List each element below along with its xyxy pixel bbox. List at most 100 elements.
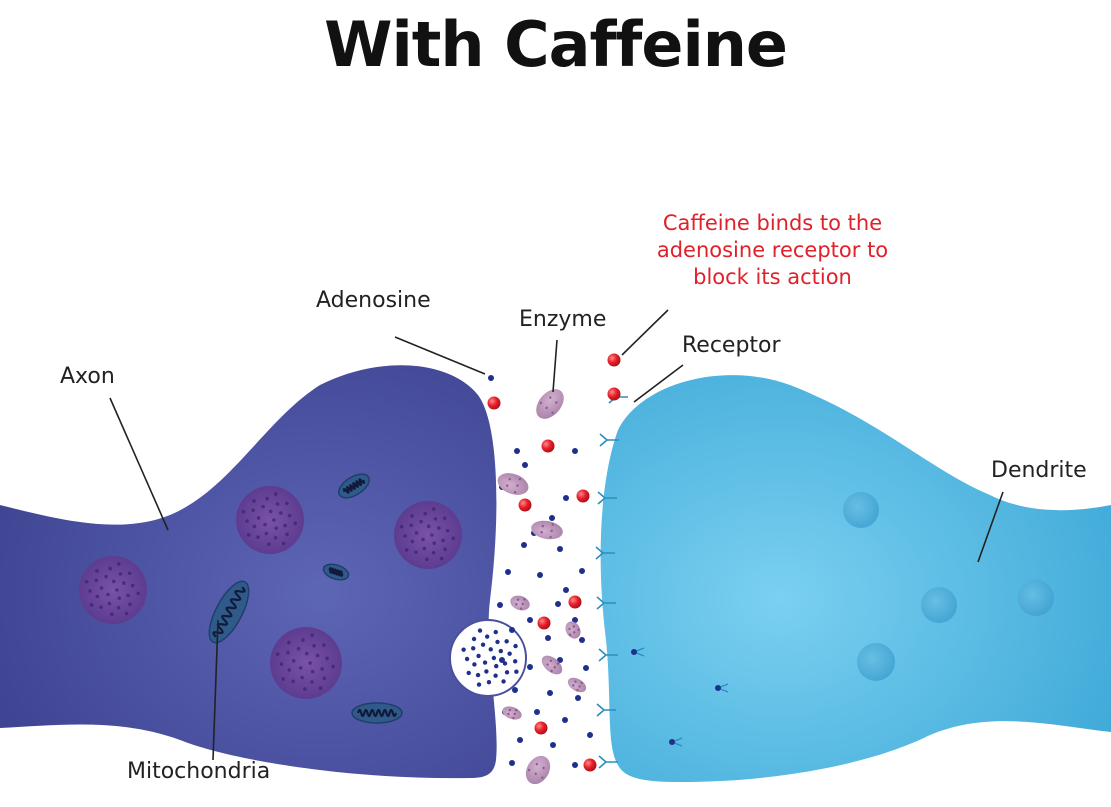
enzyme-speckle: [545, 406, 548, 410]
adenosine-dot: [545, 635, 551, 641]
mitochondrion: [208, 580, 250, 644]
enzyme-body: [502, 706, 522, 720]
adenosine-dot: [572, 762, 578, 768]
enzyme: [525, 755, 551, 785]
vesicle-adenosine-dot: [482, 660, 488, 665]
adenosine-dot: [547, 690, 553, 696]
enzyme-speckle: [550, 669, 553, 673]
enzyme-speckle: [574, 680, 577, 683]
vesicle-speckle: [325, 656, 329, 661]
adenosine-dot: [521, 542, 527, 548]
receptor-shape: [598, 755, 618, 769]
vesicle-speckle: [431, 507, 436, 511]
vesicle-speckle: [426, 524, 431, 529]
vesicle-speckle: [419, 519, 423, 524]
vesicle-adenosine-dot: [493, 673, 498, 678]
mitochondrion-cristae: [328, 566, 344, 578]
mitochondrion: [322, 563, 350, 581]
vesicle-speckle: [315, 653, 320, 658]
vesicle-speckle: [410, 514, 414, 518]
adenosine-dot: [572, 448, 578, 454]
vesicle-speckle: [308, 661, 312, 665]
vesicle-speckle: [263, 522, 267, 527]
enzyme-speckle: [521, 602, 525, 606]
enzyme-speckle: [549, 535, 552, 539]
vesicle-speckle: [99, 586, 104, 590]
annotation-line-2: adenosine receptor to: [656, 238, 889, 262]
caffeine-molecule: [583, 758, 597, 772]
vesicle-speckle: [287, 668, 292, 672]
enzyme-speckle: [556, 662, 560, 665]
mitochondrion-cristae: [212, 586, 246, 638]
adenosine-dot: [555, 601, 561, 607]
vesicle-speckle: [318, 686, 323, 691]
caffeine-molecule: [487, 396, 501, 410]
enzyme-speckle: [513, 491, 517, 494]
vesicle-speckle: [127, 571, 132, 576]
vesicle-speckle: [275, 502, 280, 506]
enzyme-body: [531, 520, 563, 540]
vesicle-speckle: [245, 519, 249, 523]
vesicle-speckle: [296, 646, 301, 651]
enzyme-speckle: [568, 627, 571, 631]
vesicle-speckle: [273, 535, 278, 540]
vesicle-adenosine-dot: [480, 642, 486, 647]
adenosine-dot: [557, 546, 563, 552]
caffeine-annotation: Caffeine binds to the adenosine receptor…: [620, 210, 925, 291]
adenosine-dot: [579, 568, 585, 574]
adenosine-dot: [517, 737, 523, 743]
vesicle-adenosine-dot: [493, 629, 498, 635]
vesicle-speckle: [256, 535, 260, 539]
mitochondrion: [338, 473, 370, 499]
adenosine-dot: [563, 495, 569, 501]
vesicle-speckle: [305, 651, 309, 656]
adenosine-dot: [562, 717, 568, 723]
vesicle-adenosine-dot: [476, 653, 481, 659]
enzyme: [502, 706, 522, 720]
enzyme-speckle: [539, 401, 543, 405]
caffeine-molecule: [537, 616, 551, 630]
vesicle-speckle: [279, 662, 284, 666]
vesicle-speckle: [252, 499, 256, 503]
adenosine-dot: [514, 448, 520, 454]
label-receptor: Receptor: [682, 333, 781, 358]
vesicle-adenosine-dot: [498, 648, 504, 654]
vesicle-adenosine-dot: [502, 661, 508, 666]
leader-lines: [109, 309, 1004, 761]
vesicle-speckle: [298, 666, 303, 670]
enzyme-body: [497, 473, 529, 495]
adenosine-dot: [527, 617, 533, 623]
adenosine-dot: [587, 732, 593, 738]
vesicle-speckle: [124, 611, 129, 616]
enzyme-body: [567, 677, 587, 693]
vesicle-speckle: [286, 650, 290, 655]
enzyme-speckle: [555, 401, 558, 404]
vesicle-speckle: [117, 596, 122, 600]
dendrite-bubble: [857, 643, 895, 681]
vesicle-adenosine-dot: [475, 672, 481, 678]
mitochondria-group: [208, 473, 403, 724]
adenosine-dot: [550, 742, 556, 748]
adenosine-dot: [563, 587, 569, 593]
vesicle-speckle: [404, 548, 409, 552]
adenosine-dot: [572, 617, 578, 623]
enzyme-body: [525, 755, 551, 785]
vesicle-speckle: [273, 492, 278, 496]
vesicle-speckle: [279, 511, 283, 515]
receptor-shape: [596, 703, 616, 717]
adenosine-dot: [537, 572, 543, 578]
adenosine-dot: [534, 709, 540, 715]
enzyme-body: [510, 595, 530, 611]
vesicle-speckle: [89, 603, 94, 607]
vesicle-speckle: [293, 521, 298, 526]
adenosine-dot: [499, 657, 505, 663]
enzyme-speckle: [518, 477, 522, 481]
vesicle-speckle: [94, 578, 98, 583]
vesicle-speckle: [423, 511, 427, 516]
enzyme: [510, 595, 530, 611]
label-enzyme: Enzyme: [519, 307, 607, 332]
adenosine-dot: [575, 695, 581, 701]
vesicle-speckle: [272, 518, 276, 522]
label-mitochondria: Mitochondria: [127, 759, 271, 784]
enzyme-speckle: [549, 396, 552, 399]
